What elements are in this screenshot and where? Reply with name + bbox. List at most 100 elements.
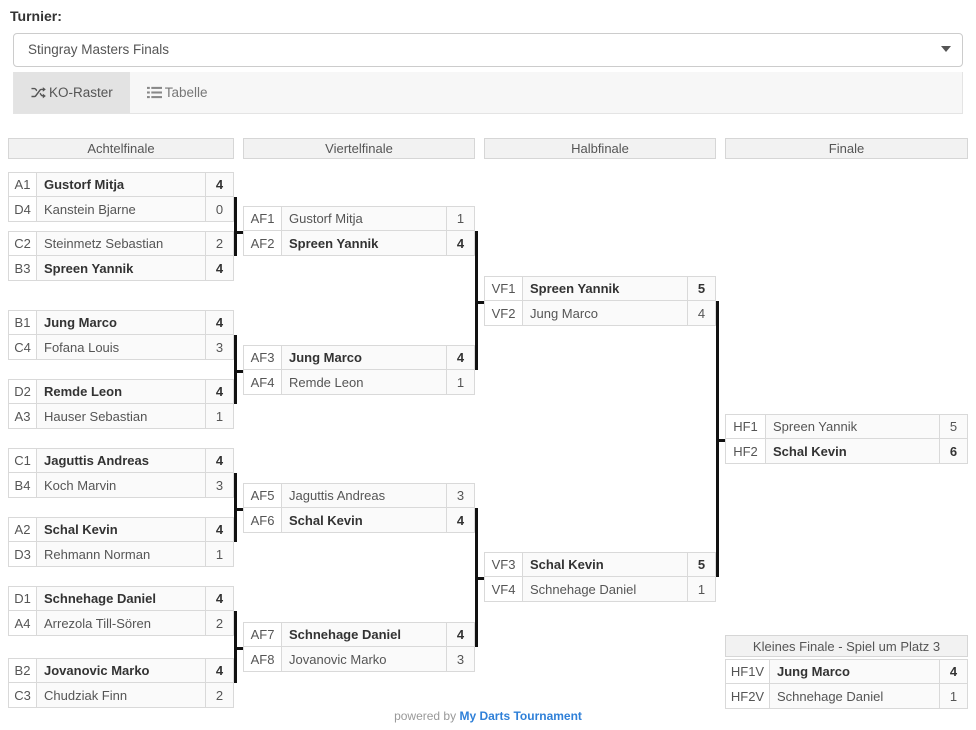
tab-ko-raster[interactable]: KO-Raster bbox=[14, 72, 130, 113]
seed-code: AF8 bbox=[244, 647, 282, 671]
player-name: Jung Marco bbox=[44, 315, 117, 330]
footer: powered by My Darts Tournament bbox=[0, 709, 976, 723]
seed-code: D2 bbox=[9, 380, 37, 403]
round-header-f: Finale bbox=[725, 138, 968, 159]
player-score: 1 bbox=[205, 404, 233, 428]
player-score: 0 bbox=[205, 197, 233, 221]
seed-code: AF4 bbox=[244, 370, 282, 394]
player-score: 2 bbox=[205, 683, 233, 707]
seed-code: A1 bbox=[9, 173, 37, 196]
bracket-connector-horizontal bbox=[234, 370, 243, 373]
player-name: Kanstein Bjarne bbox=[44, 201, 136, 217]
tournament-select-wrapper[interactable]: Stingray Masters Finals bbox=[13, 33, 963, 67]
tab-tabelle[interactable]: Tabelle bbox=[130, 72, 225, 113]
bracket-connector-vertical bbox=[475, 231, 478, 370]
footer-link[interactable]: My Darts Tournament bbox=[459, 709, 582, 723]
player-name: Spreen Yannik bbox=[44, 260, 134, 276]
match-row[interactable]: VF3 Schal Kevin 5 bbox=[484, 552, 716, 577]
player-name: Jaguttis Andreas bbox=[44, 453, 149, 468]
tab-ko-raster-label: KO-Raster bbox=[49, 85, 113, 100]
round-header-sf: Halbfinale bbox=[484, 138, 716, 159]
player-score: 1 bbox=[687, 577, 715, 601]
player-score: 4 bbox=[205, 587, 233, 610]
player-score: 4 bbox=[205, 311, 233, 334]
player-name: Koch Marvin bbox=[44, 477, 117, 493]
player-score: 4 bbox=[205, 380, 233, 403]
seed-code: C4 bbox=[9, 335, 37, 359]
player-score: 6 bbox=[939, 439, 967, 463]
player-name: Schnehage Daniel bbox=[44, 591, 156, 606]
match-row[interactable]: D2 Remde Leon 4 bbox=[8, 379, 234, 404]
player-score: 1 bbox=[446, 207, 474, 230]
player-score: 1 bbox=[939, 684, 967, 708]
match-row[interactable]: D4 Kanstein Bjarne 0 bbox=[8, 197, 234, 222]
bracket-connector-horizontal bbox=[234, 508, 243, 511]
seed-code: VF3 bbox=[485, 553, 523, 576]
player-name: Remde Leon bbox=[44, 384, 123, 399]
player-name: Jovanovic Marko bbox=[44, 663, 150, 678]
third-place-header: Kleines Finale - Spiel um Platz 3 bbox=[725, 635, 968, 657]
view-tabs: KO-Raster Tabelle bbox=[13, 72, 963, 114]
seed-code: HF2 bbox=[726, 439, 766, 463]
player-score: 5 bbox=[687, 553, 715, 576]
player-score: 4 bbox=[205, 173, 233, 196]
bracket-connector-horizontal bbox=[234, 231, 243, 234]
player-score: 4 bbox=[446, 346, 474, 369]
seed-code: D4 bbox=[9, 197, 37, 221]
player-score: 5 bbox=[939, 415, 967, 438]
seed-code: VF1 bbox=[485, 277, 523, 300]
seed-code: C2 bbox=[9, 232, 37, 255]
seed-code: D3 bbox=[9, 542, 37, 566]
bracket-connector-vertical bbox=[234, 473, 237, 542]
tournament-select[interactable]: Stingray Masters Finals bbox=[13, 33, 963, 67]
player-name: Steinmetz Sebastian bbox=[44, 236, 164, 251]
player-name: Chudziak Finn bbox=[44, 687, 128, 703]
player-name: Schal Kevin bbox=[530, 557, 604, 572]
